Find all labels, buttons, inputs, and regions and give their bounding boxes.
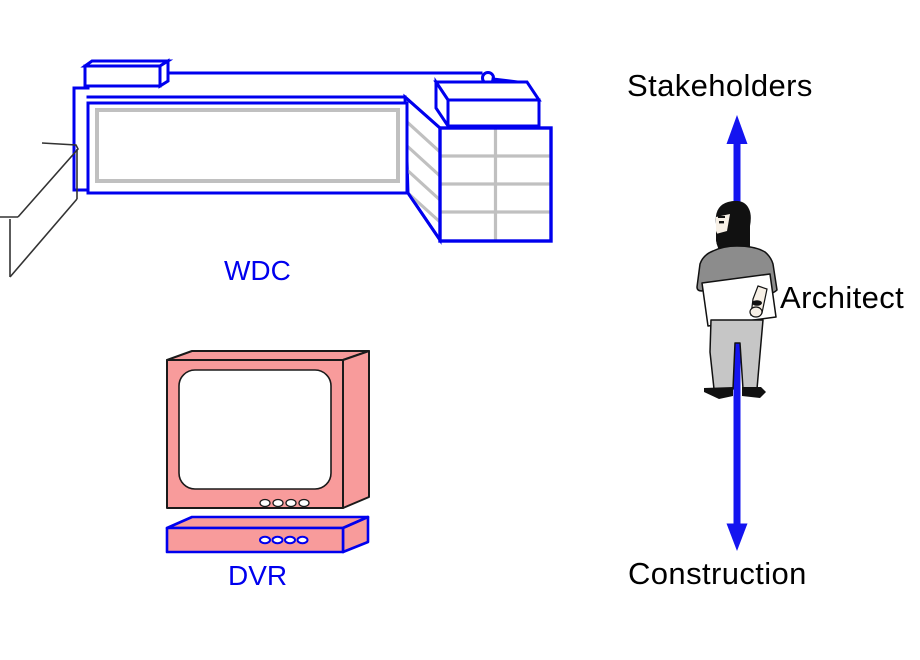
stakeholders-label: Stakeholders (627, 68, 813, 103)
pants (709, 319, 764, 390)
dvr-buttons (259, 535, 309, 545)
wing-front-face (86, 101, 409, 195)
up-arrow-icon (726, 115, 748, 207)
down-arrow-icon (726, 335, 748, 551)
tower-side-face (402, 93, 443, 245)
brow (718, 216, 725, 218)
left-shoe (704, 387, 733, 399)
construction-label: Construction (628, 556, 807, 591)
tv-screen (178, 369, 332, 490)
dvr-box-icon (165, 515, 370, 554)
wall-fence-icon (0, 142, 79, 278)
tower-icon (438, 126, 553, 243)
right-shoe (742, 387, 766, 398)
eye (719, 221, 724, 224)
wdc-building-icon (72, 58, 553, 245)
watch (752, 300, 762, 306)
right-hand (749, 306, 763, 318)
window-band (95, 108, 400, 183)
tv-monitor-icon (166, 350, 370, 509)
wdc-label: WDC (224, 255, 291, 286)
rooftop-box-icon (80, 58, 174, 89)
face (716, 214, 730, 234)
tv-buttons (259, 498, 310, 508)
architect-person-icon (696, 200, 778, 399)
dvr-label: DVR (228, 560, 288, 591)
architect-label: Architect (780, 280, 905, 315)
tower-rooftop-box-icon (433, 77, 542, 131)
